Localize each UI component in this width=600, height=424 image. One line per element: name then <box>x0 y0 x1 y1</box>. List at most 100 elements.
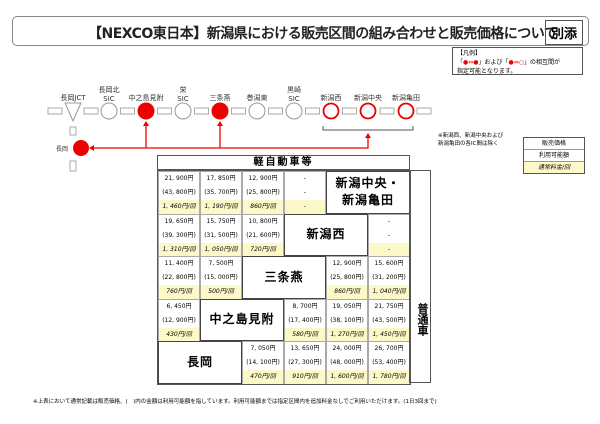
fee-value: 1, 450円/回 <box>369 327 409 342</box>
interchange-icon <box>285 102 303 120</box>
road-segment <box>120 107 135 115</box>
fee-value: 1, 460円/回 <box>159 200 199 214</box>
usable-value: (43, 800円) <box>162 189 196 196</box>
fee-value: 860円/回 <box>327 285 367 299</box>
road-segment <box>379 107 395 115</box>
price-cell: 17, 850円(35, 700円)1, 190円/回 <box>200 171 242 214</box>
price-cell: 19, 650円(39, 300円)1, 310円/回 <box>158 213 200 257</box>
price-cell: 21, 750円(43, 500円)1, 450円/回 <box>368 298 410 342</box>
usable-value: (31, 200円) <box>372 274 406 281</box>
arrowhead-icon <box>217 121 223 126</box>
legend-symbol: ●⇔○ <box>508 59 525 66</box>
station-label-cell: 中之島見附 <box>200 298 284 341</box>
station-type: SIC <box>288 95 300 103</box>
key-fee: 通常料金/回 <box>524 162 584 173</box>
legend-title: 【凡例】 <box>457 50 482 57</box>
price-value: 24, 000円 <box>332 345 362 352</box>
fee-value: 1, 310円/回 <box>159 242 199 257</box>
usable-value: (31, 500円) <box>204 231 238 239</box>
key-usable: 利用可能額 <box>524 150 584 162</box>
usable-value: (25, 800円) <box>246 189 280 196</box>
note-line: 新潟亀田の各IC間は除く <box>438 141 499 147</box>
usable-value: (27, 300円) <box>288 359 322 366</box>
price-cell: 12, 900円(25, 800円)860円/回 <box>326 256 368 299</box>
station-name: 巻潟東 <box>247 93 268 102</box>
road-segment <box>157 107 172 115</box>
legend-text: 」の相互間が <box>524 59 561 66</box>
price-value: 7, 050円 <box>250 345 276 352</box>
fee-value: - <box>369 242 409 257</box>
price-cell: 19, 050円(38, 100円)1, 270円/回 <box>326 298 368 342</box>
station-name: 黒崎 <box>287 85 301 94</box>
legend-box: 【凡例】 「●⇔●」および「●⇔○」の相互間が 指定可能となります。 <box>452 47 583 75</box>
legend-text: 」および「 <box>478 59 509 66</box>
price-value: 17, 850円 <box>206 175 236 182</box>
station-type: SIC <box>177 95 189 103</box>
price-value: 12, 900円 <box>248 175 278 182</box>
cell-key: 販売価格 利用可能額 通常料金/回 <box>523 137 585 174</box>
interchange-icon <box>174 102 192 120</box>
arrow-line <box>145 123 221 148</box>
price-cell: 7, 500円(15, 000円)500円/回 <box>200 256 242 299</box>
road-segment <box>416 107 432 115</box>
price-cell: 6, 450円(12, 900円)430円/回 <box>158 298 200 342</box>
fee-value: 580円/回 <box>285 327 325 342</box>
price-value: 12, 900円 <box>332 260 362 267</box>
price-value: 7, 500円 <box>208 260 234 267</box>
usable-value: (17, 400円) <box>288 316 322 324</box>
road-segment <box>342 107 357 115</box>
usable-value: (22, 800円) <box>162 274 196 281</box>
station-name: 三条燕 <box>210 93 231 102</box>
usable-value: (43, 500円) <box>372 316 406 324</box>
kei-header: 軽自動車等 <box>157 155 410 170</box>
price-value: 21, 900円 <box>164 175 194 182</box>
fee-value: 1, 050円/回 <box>201 242 241 257</box>
fee-value: 1, 600円/回 <box>327 370 367 384</box>
road-segment <box>194 107 209 115</box>
bracket <box>322 126 414 131</box>
title-box: 【NEXCO東日本】新潟県における販売区間の組み合わせと販売価格について 別添 <box>12 16 589 46</box>
price-value: 13, 650円 <box>290 345 320 352</box>
station-name: 新潟西 <box>321 93 342 102</box>
road-segment <box>69 160 77 172</box>
price-value: 11, 400円 <box>164 260 194 267</box>
fee-value: 1, 780円/回 <box>369 370 409 384</box>
legend-symbol: ●⇔● <box>463 59 479 66</box>
fee-value: 1, 190円/回 <box>201 200 241 214</box>
price-value: 19, 650円 <box>164 217 194 225</box>
price-cell: --- <box>368 213 410 257</box>
attachment-badge: 別添 <box>544 20 583 45</box>
fee-value: 430円/回 <box>159 327 199 342</box>
price-cell: 11, 400円(22, 800円)760円/回 <box>158 256 200 299</box>
station-label-cell: 三条燕 <box>242 256 326 299</box>
fee-value: 860円/回 <box>243 200 283 214</box>
price-cell: 8, 700円(17, 400円)580円/回 <box>284 298 326 342</box>
price-cell: 13, 650円(27, 300円)910円/回 <box>284 341 326 384</box>
price-value: 19, 050円 <box>332 302 362 310</box>
price-cell: 7, 050円(14, 100円)470円/回 <box>242 341 284 384</box>
key-price: 販売価格 <box>524 138 584 150</box>
interchange-icon <box>248 102 266 120</box>
usable-value: (48, 000円) <box>330 359 364 366</box>
interchange-icon <box>100 102 118 120</box>
usable-value: (12, 900円) <box>162 316 196 324</box>
road-segment <box>69 126 77 136</box>
arrowhead-icon <box>89 145 94 151</box>
usable-value: - <box>303 189 307 196</box>
station-type: SIC <box>103 95 115 103</box>
exclusion-note: ※新潟西、新潟中央および 新潟亀田の各IC間は除く <box>438 132 503 148</box>
fee-value: 470円/回 <box>243 370 283 384</box>
interchange-icon <box>322 102 340 120</box>
legend-text: 「 <box>457 59 464 66</box>
station-label-cell: 新潟中央・ 新潟亀田 <box>326 171 410 214</box>
road-segment <box>305 107 320 115</box>
fee-value: 1, 040円/回 <box>369 285 409 299</box>
price-value: 10, 800円 <box>248 217 278 225</box>
interchange-icon <box>211 102 229 120</box>
usable-value: (15, 000円) <box>204 274 238 281</box>
station-name: 中之島見附 <box>129 93 164 102</box>
legend-line2: 指定可能となります。 <box>457 68 517 75</box>
footnote: ※上表において通常記載は販売価格、( )内の金額は利用可能額を指しています。利用… <box>33 399 437 405</box>
price-cell: 10, 800円(21, 600円)720円/回 <box>242 213 284 257</box>
